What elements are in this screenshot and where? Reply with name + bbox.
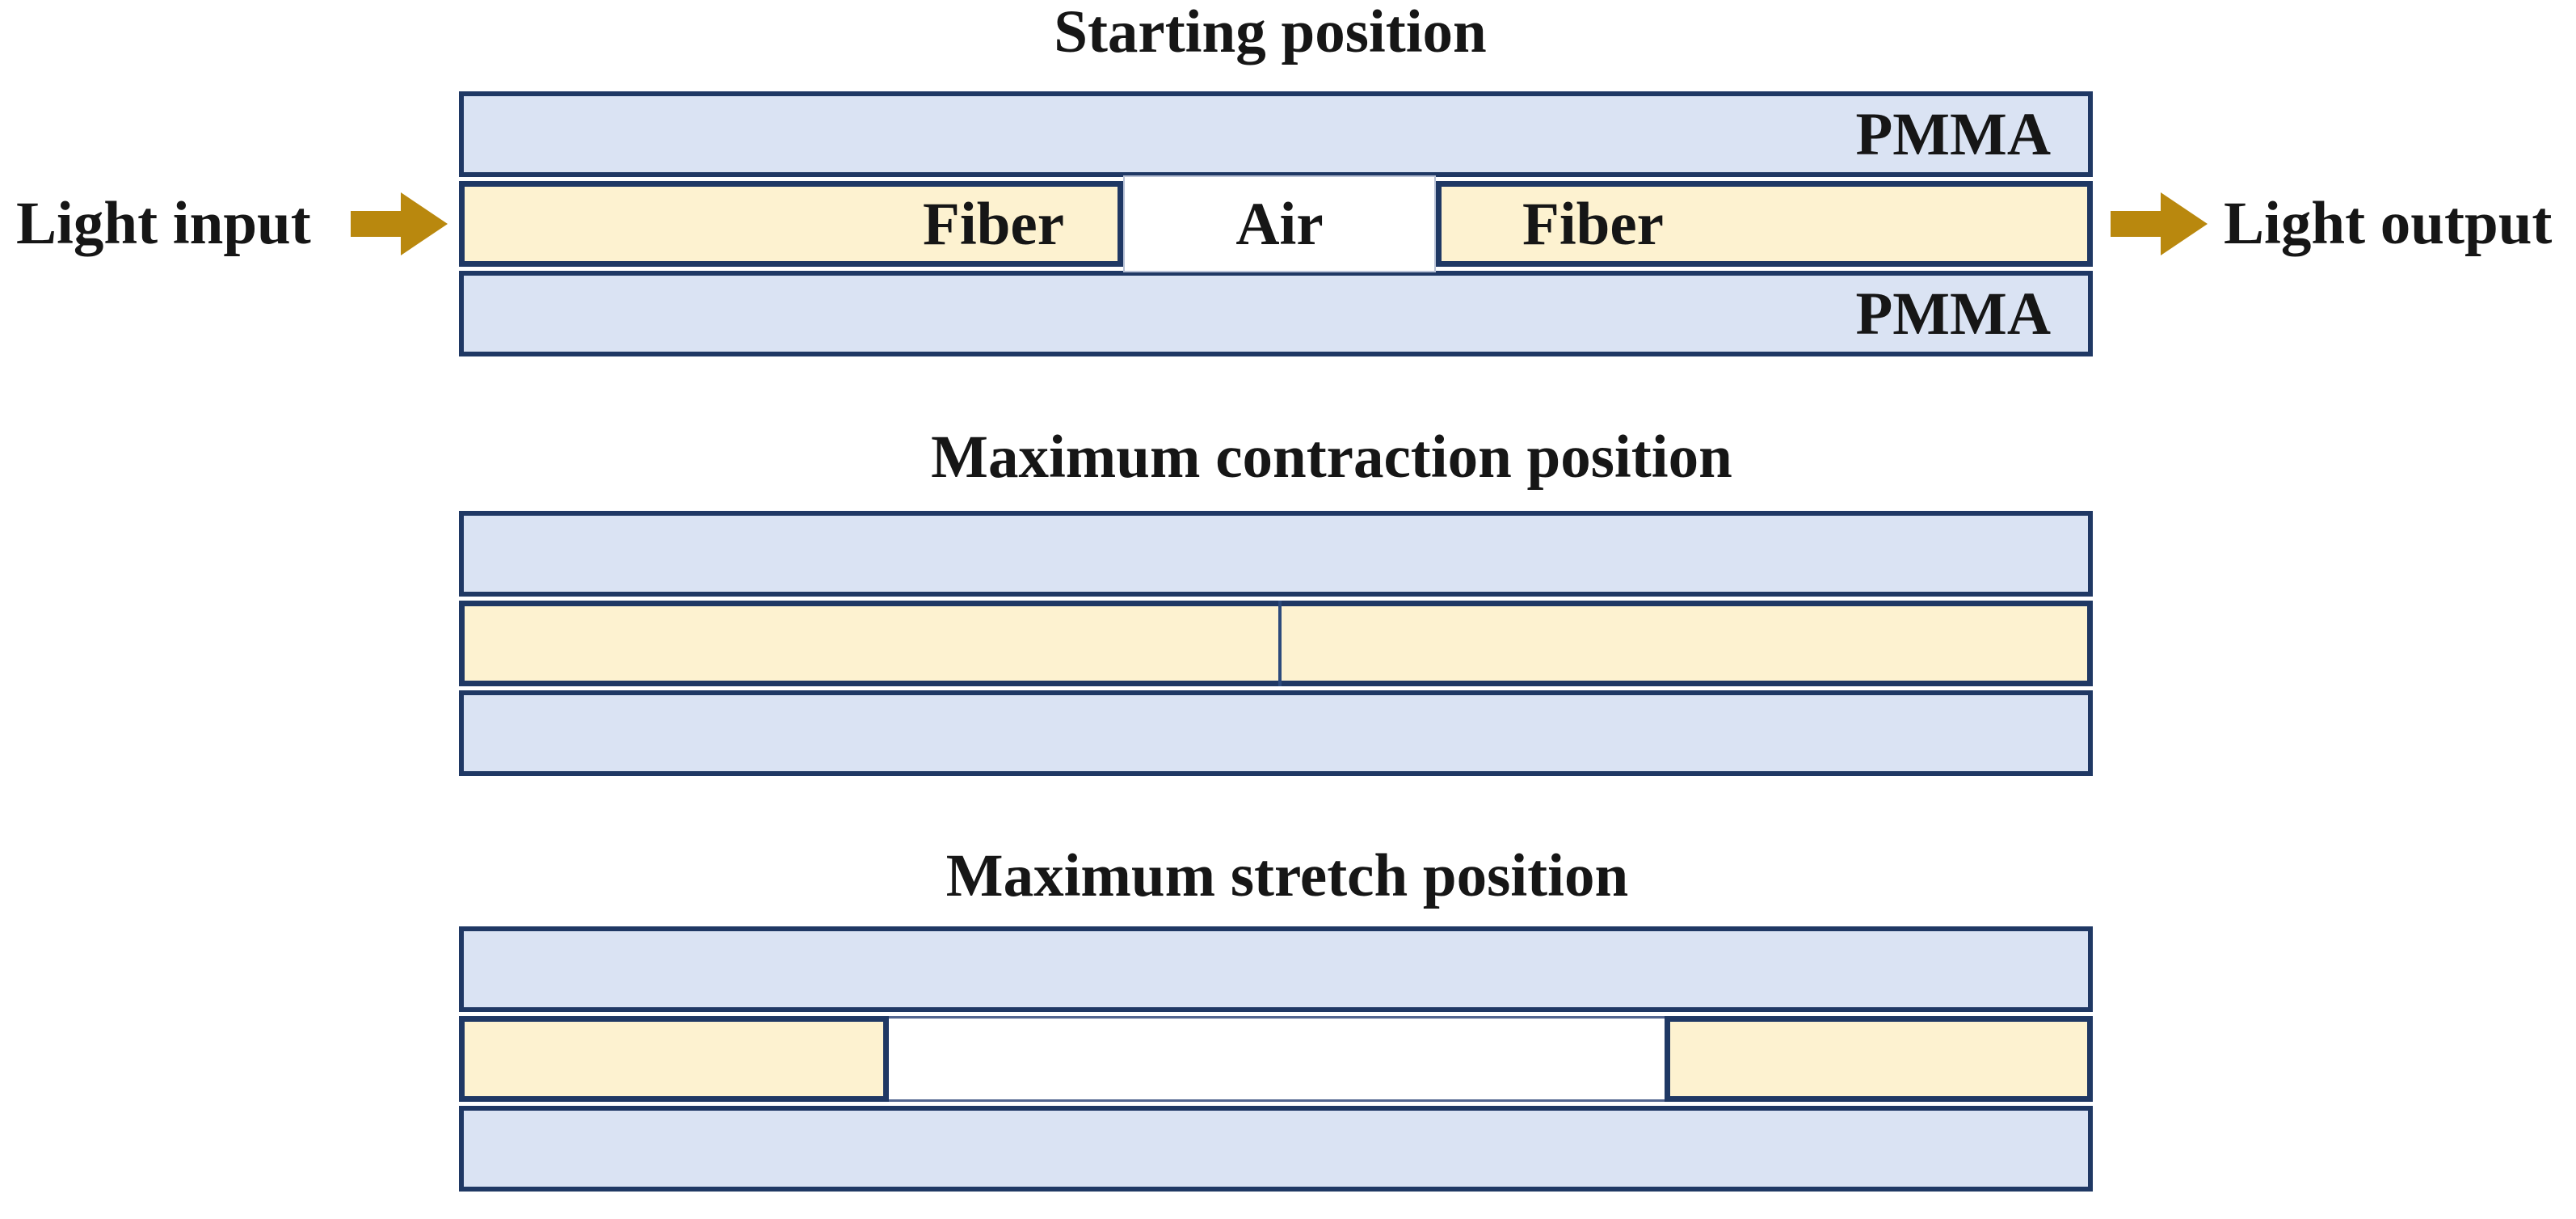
air-gap-bottom-edge <box>459 1099 2093 1102</box>
pmma-top-layer-stretch <box>459 926 2093 1012</box>
fiber-label: Fiber <box>923 190 1064 258</box>
pmma-top-layer-contraction <box>459 511 2093 597</box>
pmma-top-layer-starting: PMMA <box>459 91 2093 177</box>
fiber-segment-left <box>459 1016 889 1102</box>
section-title-stretch: Maximum stretch position <box>945 842 1629 909</box>
fiber-segment-right: Fiber <box>1436 181 2093 267</box>
pmma-bottom-layer-contraction <box>459 690 2093 776</box>
light-output-label: Light output <box>2224 190 2553 257</box>
fiber-segment-right <box>1665 1016 2093 1102</box>
light-output-arrow-icon <box>2111 192 2208 255</box>
pmma-bottom-layer-stretch <box>459 1106 2093 1192</box>
air-label: Air <box>1235 190 1324 258</box>
section-title-contraction: Maximum contraction position <box>931 424 1732 491</box>
fiber-segments-joined <box>459 601 2093 686</box>
fiber-air-band-stretch <box>459 1016 2093 1102</box>
pmma-bottom-layer-starting: PMMA <box>459 271 2093 356</box>
fiber-segment-left: Fiber <box>459 181 1123 267</box>
fiber-band-contraction <box>459 601 2093 686</box>
pmma-label: PMMA <box>1855 280 2051 348</box>
air-gap: Air <box>1123 175 1436 272</box>
pmma-label: PMMA <box>1855 100 2051 168</box>
fiber-junction-line <box>1278 601 1282 686</box>
section-title-starting: Starting position <box>1054 0 1487 65</box>
light-input-arrow-icon <box>351 192 448 255</box>
fiber-air-band-starting: Fiber Air Fiber <box>459 175 2093 272</box>
fiber-label: Fiber <box>1522 190 1664 258</box>
air-gap-top-edge <box>459 1016 2093 1019</box>
light-input-label: Light input <box>16 190 311 257</box>
